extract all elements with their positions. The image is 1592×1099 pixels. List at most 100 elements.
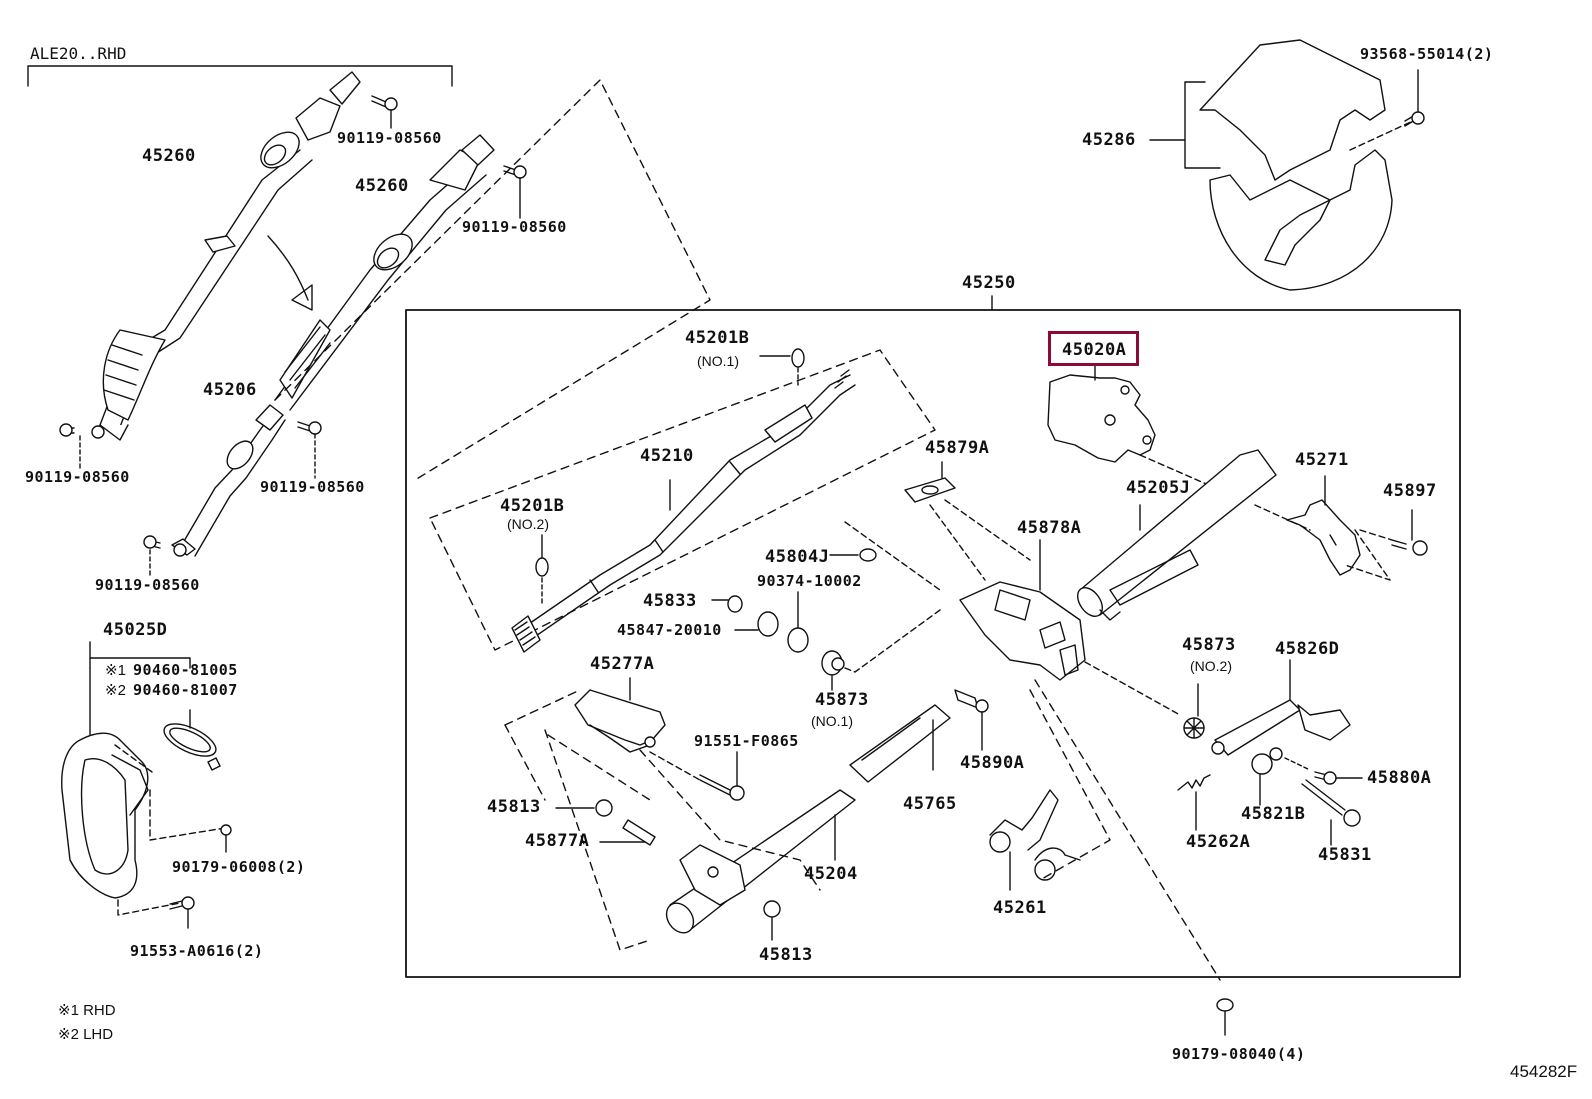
part-label-45250[interactable]: 45250 — [962, 273, 1016, 293]
part-sub-45201B-no2: (NO.2) — [507, 516, 549, 532]
bolt-45880A — [1284, 757, 1363, 785]
part-label-45204[interactable]: 45204 — [804, 864, 858, 884]
part-label-45286[interactable]: 45286 — [1082, 130, 1136, 150]
part-label-45205J[interactable]: 45205J — [1126, 478, 1191, 498]
part-label-45813-b[interactable]: 45813 — [759, 945, 813, 965]
part-label-90460-81005[interactable]: 90460-81005 — [133, 661, 238, 679]
part-label-45271[interactable]: 45271 — [1295, 450, 1349, 470]
part-label-45847-20010[interactable]: 45847-20010 — [617, 621, 722, 639]
column-cover-45286 — [1149, 39, 1416, 291]
washer-90374 — [787, 591, 809, 653]
bolt-91553 — [169, 896, 195, 929]
bolt-90119-e — [143, 535, 161, 579]
pin-45890A — [954, 689, 989, 751]
part-label-45821B[interactable]: 45821B — [1241, 804, 1306, 824]
part-label-93568-55014[interactable]: 93568-55014(2) — [1360, 45, 1494, 63]
assembly-45250-frame — [405, 309, 1461, 978]
hole-cover-45025D — [61, 641, 226, 916]
part-label-45201B-no2[interactable]: 45201B — [500, 496, 565, 516]
part-label-45873-no2[interactable]: 45873 — [1182, 635, 1236, 655]
bracket-45878A — [959, 539, 1221, 981]
nut-90179-06008 — [220, 824, 232, 853]
part-label-45877A[interactable]: 45877A — [525, 831, 590, 851]
direction-arrow — [267, 235, 313, 311]
part-label-45210[interactable]: 45210 — [640, 446, 694, 466]
part-label-90119-08560-d[interactable]: 90119-08560 — [260, 478, 365, 496]
spring-45262A — [1177, 774, 1211, 831]
snap-ring-no1 — [759, 348, 805, 386]
legend-mark: ※2 — [58, 1026, 79, 1043]
bolt-45897 — [1359, 509, 1428, 556]
note-mark-1: ※1 — [105, 662, 126, 679]
part-label-45765[interactable]: 45765 — [903, 794, 957, 814]
nut-45804J — [829, 548, 877, 562]
nut-45873-no1 — [821, 609, 941, 691]
part-label-90119-08560-c[interactable]: 90119-08560 — [25, 468, 130, 486]
part-label-45826D[interactable]: 45826D — [1275, 639, 1340, 659]
legend-item-2: ※2 LHD — [58, 1025, 113, 1043]
column-tube-45204 — [544, 729, 856, 951]
universal-joint-45206 — [171, 404, 286, 557]
spring-45261 — [989, 689, 1111, 891]
part-label-45897[interactable]: 45897 — [1383, 481, 1437, 501]
part-label-45879A[interactable]: 45879A — [925, 438, 990, 458]
part-label-45260-a[interactable]: 45260 — [142, 146, 196, 166]
nut-45873-no2 — [1183, 683, 1205, 739]
bolt-90119-b — [503, 165, 527, 219]
part-label-45880A[interactable]: 45880A — [1367, 768, 1432, 788]
part-label-45804J[interactable]: 45804J — [765, 547, 830, 567]
part-label-45890A[interactable]: 45890A — [960, 753, 1025, 773]
bolt-45831 — [1301, 779, 1361, 846]
part-label-45813-a[interactable]: 45813 — [487, 797, 541, 817]
bracket-45277A — [504, 677, 701, 801]
part-label-90119-08560-e[interactable]: 90119-08560 — [95, 576, 200, 594]
plate-45879A — [904, 461, 1031, 581]
part-label-91553-A0616[interactable]: 91553-A0616(2) — [130, 942, 264, 960]
main-shaft-45210 — [511, 369, 856, 653]
intermediate-shaft-b — [274, 134, 495, 411]
part-label-90374-10002[interactable]: 90374-10002 — [757, 572, 862, 590]
legend-item-1: ※1 RHD — [58, 1001, 116, 1019]
main-shaft-dashed-outline — [429, 349, 936, 651]
part-label-90179-08040[interactable]: 90179-08040(4) — [1172, 1045, 1306, 1063]
highlight-box-45020A — [1048, 331, 1139, 366]
legend-text: LHD — [83, 1026, 114, 1043]
part-label-45025D[interactable]: 45025D — [103, 620, 168, 640]
stopper-45821B — [1251, 747, 1283, 806]
shaft-b-dashed-outline — [274, 79, 711, 481]
intermediate-shaft-a — [91, 71, 361, 441]
bush-45833 — [711, 595, 743, 613]
part-label-45833[interactable]: 45833 — [643, 591, 697, 611]
steering-lock-45020A — [1047, 364, 1221, 491]
part-label-45020A[interactable]: 45020A — [1062, 340, 1127, 360]
part-label-90119-08560-a[interactable]: 90119-08560 — [337, 129, 442, 147]
sleeve-45765 — [849, 704, 951, 783]
bracket-45271 — [1254, 475, 1391, 581]
part-label-90460-81007[interactable]: 90460-81007 — [133, 681, 238, 699]
part-sub-45873-no2: (NO.2) — [1190, 658, 1232, 674]
part-label-45261[interactable]: 45261 — [993, 898, 1047, 918]
bush-45813-a — [555, 799, 613, 817]
part-label-45262A[interactable]: 45262A — [1186, 832, 1251, 852]
part-label-91551-F0865[interactable]: 91551-F0865 — [694, 732, 799, 750]
part-label-90119-08560-b[interactable]: 90119-08560 — [462, 218, 567, 236]
part-sub-45201B-no1: (NO.1) — [697, 353, 739, 369]
part-label-45206[interactable]: 45206 — [203, 380, 257, 400]
part-label-90179-06008[interactable]: 90179-06008(2) — [172, 858, 306, 876]
bolt-91551 — [699, 751, 745, 801]
legend-text: RHD — [83, 1002, 116, 1019]
washer-45847 — [734, 611, 779, 637]
part-label-45878A[interactable]: 45878A — [1017, 518, 1082, 538]
bush-45813-b — [763, 900, 781, 941]
column-tube-45205J — [1076, 449, 1277, 621]
part-label-45201B-no1[interactable]: 45201B — [685, 328, 750, 348]
variant-label: ALE20..RHD — [30, 44, 127, 63]
part-label-45260-b[interactable]: 45260 — [355, 176, 409, 196]
part-label-45831[interactable]: 45831 — [1318, 845, 1372, 865]
part-label-45873-no1[interactable]: 45873 — [815, 690, 869, 710]
nut-90179-08040 — [1216, 998, 1234, 1036]
part-label-45277A[interactable]: 45277A — [590, 654, 655, 674]
bolt-90119-d — [59, 423, 81, 469]
